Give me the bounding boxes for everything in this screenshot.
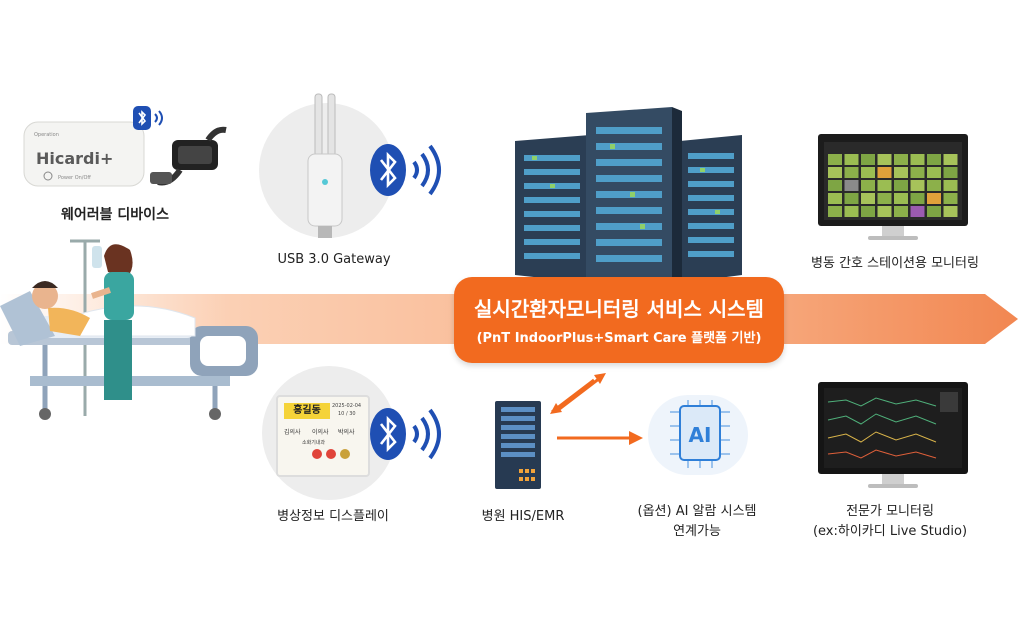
info-icon [340,449,350,459]
device-small-text: Operation [34,132,59,138]
patient-tile [943,180,958,191]
patient-tile [910,180,925,191]
patient-tile [894,193,908,204]
alert-icon [326,449,336,459]
patient-tile [844,154,859,165]
bidirectional-arrow [550,373,606,414]
gateway-bluetooth [370,144,441,196]
patient-tile [927,167,941,178]
platform-title: 실시간환자모니터링 서비스 시스템 [474,297,764,321]
patient-tile [877,206,892,217]
patient-tile [828,180,842,191]
ai-label-line1: (옵션) AI 알람 시스템 [637,504,757,519]
platform-subtitle: (PnT IndoorPlus+Smart Care 플랫폼 기반) [476,331,762,346]
his-to-ai-arrow [557,431,643,445]
patient-tile [894,180,908,191]
ai-chip-text: AI [689,423,712,447]
patient-bed-illustration [0,239,258,420]
patient-tile [910,206,925,217]
patient-tile [894,206,908,217]
usb-gateway-image [307,93,343,238]
display-bluetooth [370,408,441,460]
patient-tile [910,167,925,178]
signal-waves-icon [412,424,419,444]
display-date: 2025-02-04 [332,403,362,409]
patient-tile [844,193,859,204]
signal-waves-icon [412,160,419,180]
patient-tile [861,154,875,165]
display-staff-1: 김의사 [284,429,301,436]
patient-tile [861,180,875,191]
patient-tile [861,206,875,217]
display-note: 소화기내과 [302,440,326,446]
his-server-image [495,401,541,489]
alert-icon [312,449,322,459]
patient-tile [877,193,892,204]
server-racks-image [515,107,742,283]
expert-monitor [818,382,968,488]
patient-tile [828,193,842,204]
patient-tile [894,167,908,178]
patient-tile [943,154,958,165]
signal-waves-icon [154,113,158,123]
gateway-label: USB 3.0 Gateway [277,252,391,267]
bedside-display-device: 홍길동 2025-02-04 10 / 30 김의사 이의사 박의사 소화기내과 [276,395,370,477]
patient-tile [927,154,941,165]
patient-tile [877,180,892,191]
central-platform-box: 실시간환자모니터링 서비스 시스템 (PnT IndoorPlus+Smart … [454,277,784,363]
device-power-text: Power On/Off [58,175,91,181]
display-patient-name: 홍길동 [284,403,330,419]
patient-tile [861,193,875,204]
wearable-device-image: Operation Hicardi+ Power On/Off [23,121,227,187]
device-brand-text: Hicardi+ [36,149,113,168]
patient-tile [877,167,892,178]
patient-tile [894,154,908,165]
display-room: 10 / 30 [338,411,356,417]
expert-label-line2: (ex:하이카디 Live Studio) [812,524,968,539]
bedside-display-label: 병상정보 디스플레이 [277,509,389,524]
patient-tile [828,206,842,217]
patient-tile [927,193,941,204]
ai-label-line2: 연계가능 [673,524,721,539]
ai-chip-image: AI [670,400,730,468]
patient-tile [910,154,925,165]
patient-tile [844,167,859,178]
his-label: 병원 HIS/EMR [481,509,565,524]
patient-tile [828,154,842,165]
patient-tile [943,206,958,217]
wearable-bluetooth-badge [133,106,163,130]
patient-tile [877,154,892,165]
patient-tile [844,180,859,191]
expert-label-line1: 전문가 모니터링 [846,504,934,519]
patient-tile [844,206,859,217]
nurse-station-monitor [818,134,968,240]
patient-tile [828,167,842,178]
display-staff-3: 박의사 [338,429,355,436]
patient-tile [910,193,925,204]
patient-tile [927,180,941,191]
patient-tile [943,167,958,178]
display-staff-2: 이의사 [312,429,329,436]
nurse-station-label: 병동 간호 스테이션용 모니터링 [811,256,979,271]
wearable-label: 웨어러블 디바이스 [61,207,169,223]
ai-chip-icon [679,405,721,461]
patient-tile [861,167,875,178]
patient-tile [943,193,958,204]
patient-tile [927,206,941,217]
